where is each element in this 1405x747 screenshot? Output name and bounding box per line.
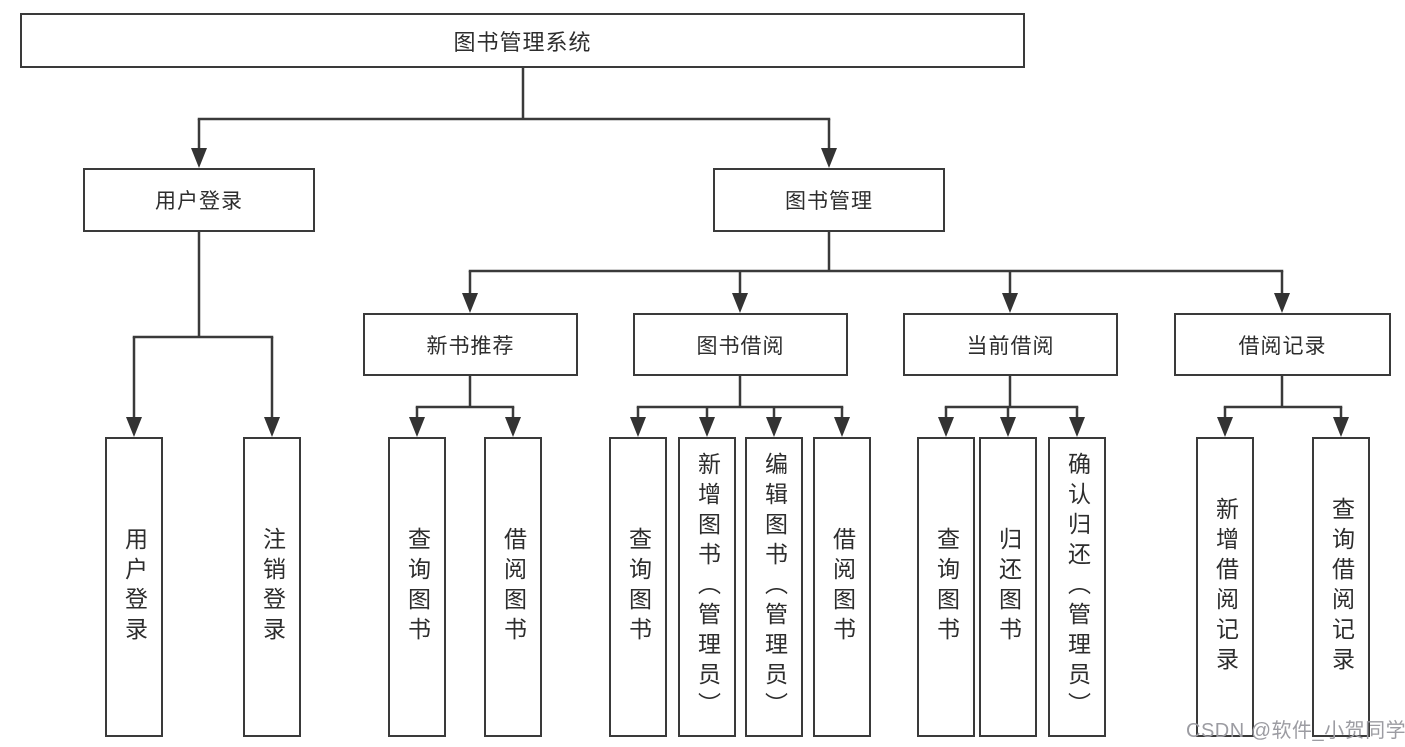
edges-new-book-recommend-to-leaves [409,376,521,437]
edges-root-to-level2 [191,68,837,168]
leaf-logout: 注销登录 [243,437,301,737]
csdn-watermark: CSDN @软件_小贺同学 [1186,720,1405,742]
leaf-user-login: 用户登录 [105,437,163,737]
leaf-query-books-recommend: 查询图书 [388,437,446,737]
edges-book-management-to-level3 [462,232,1290,313]
node-library-management-system: 图书管理系统 [20,13,1025,68]
edges-current-borrow-to-leaves [938,376,1085,437]
leaf-edit-book-admin: 编辑图书（管理员） [745,437,803,737]
edges-user-login-to-leaves [126,232,280,437]
node-borrow-records: 借阅记录 [1174,313,1391,376]
node-new-book-recommend: 新书推荐 [363,313,578,376]
edges-book-borrow-to-leaves [630,376,850,437]
leaf-query-books-borrow: 查询图书 [609,437,667,737]
node-book-management: 图书管理 [713,168,945,232]
leaf-add-borrow-record: 新增借阅记录 [1196,437,1254,737]
leaf-confirm-return-admin: 确认归还（管理员） [1048,437,1106,737]
edges-borrow-records-to-leaves [1217,376,1349,437]
node-user-login: 用户登录 [83,168,315,232]
leaf-borrow-books: 借阅图书 [813,437,871,737]
node-current-borrow: 当前借阅 [903,313,1118,376]
node-book-borrow: 图书借阅 [633,313,848,376]
leaf-query-borrow-record: 查询借阅记录 [1312,437,1370,737]
leaf-query-books-current: 查询图书 [917,437,975,737]
leaf-return-book: 归还图书 [979,437,1037,737]
leaf-add-book-admin: 新增图书（管理员） [678,437,736,737]
leaf-borrow-books-recommend: 借阅图书 [484,437,542,737]
